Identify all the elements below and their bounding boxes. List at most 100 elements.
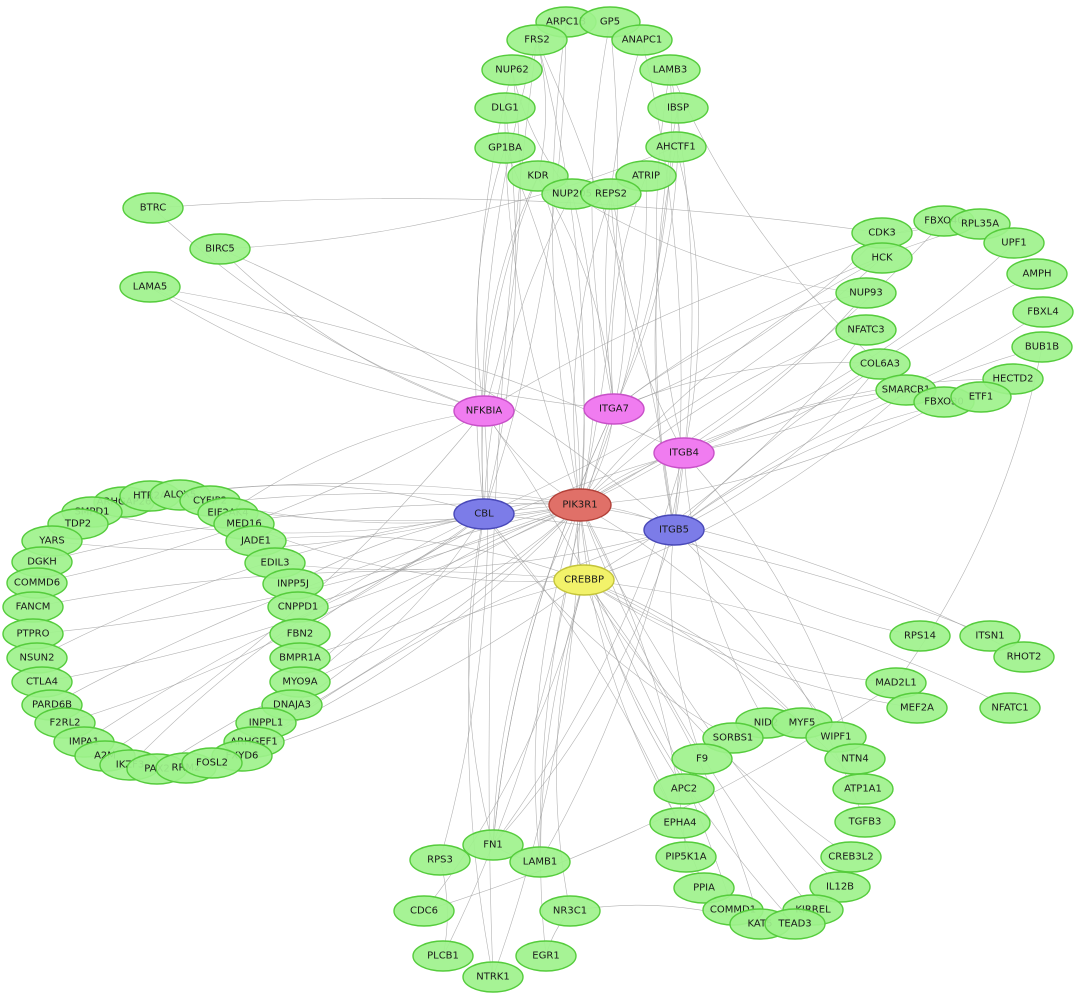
node-shape[interactable] [649,807,711,839]
node-gp1ba[interactable]: GP1BA [474,132,536,164]
node-shape[interactable] [993,641,1055,673]
node-shape[interactable] [983,227,1045,259]
node-bub1b[interactable]: BUB1B [1011,331,1073,363]
node-rps3[interactable]: RPS3 [409,844,471,876]
node-fancm[interactable]: FANCM [2,591,64,623]
node-crebbp[interactable]: CREBBP [553,564,615,596]
node-creb3l2[interactable]: CREB3L2 [820,841,882,873]
node-shape[interactable] [474,132,536,164]
node-ntrk1[interactable]: NTRK1 [462,961,524,993]
node-anapc1[interactable]: ANAPC1 [611,24,673,56]
node-shape[interactable] [764,908,826,940]
node-shape[interactable] [835,277,897,309]
node-tgfb3[interactable]: TGFB3 [834,806,896,838]
node-frs2[interactable]: FRS2 [506,24,568,56]
node-btrc[interactable]: BTRC [122,192,184,224]
node-shape[interactable] [481,54,543,86]
node-ntn4[interactable]: NTN4 [824,743,886,775]
node-shape[interactable] [647,92,709,124]
node-ibsp[interactable]: IBSP [647,92,709,124]
node-shape[interactable] [2,591,64,623]
node-shape[interactable] [639,54,701,86]
node-birc5[interactable]: BIRC5 [189,233,251,265]
node-shape[interactable] [181,747,243,779]
node-shape[interactable] [820,841,882,873]
node-itgb5[interactable]: ITGB5 [643,514,705,546]
node-shape[interactable] [702,722,764,754]
node-nup93[interactable]: NUP93 [835,277,897,309]
node-lamb3[interactable]: LAMB3 [639,54,701,86]
node-shape[interactable] [580,178,642,210]
node-shape[interactable] [462,961,524,993]
node-rhot2[interactable]: RHOT2 [993,641,1055,673]
node-tead3[interactable]: TEAD3 [764,908,826,940]
node-fosl2[interactable]: FOSL2 [181,747,243,779]
node-pip5k1a[interactable]: PIP5K1A [655,841,717,873]
node-epha4[interactable]: EPHA4 [649,807,711,839]
node-shape[interactable] [453,498,515,530]
node-shape[interactable] [979,692,1041,724]
node-nfatc3[interactable]: NFATC3 [835,314,897,346]
node-shape[interactable] [653,773,715,805]
node-etf1[interactable]: ETF1 [950,381,1012,413]
node-atp1a1[interactable]: ATP1A1 [832,773,894,805]
node-mef2a[interactable]: MEF2A [886,692,948,724]
node-shape[interactable] [506,24,568,56]
node-fbxl4[interactable]: FBXL4 [1012,296,1074,328]
node-shape[interactable] [809,871,871,903]
node-lama5[interactable]: LAMA5 [119,271,181,303]
node-dlg1[interactable]: DLG1 [474,92,536,124]
node-shape[interactable] [453,395,515,427]
node-shape[interactable] [835,314,897,346]
node-shape[interactable] [655,841,717,873]
node-shape[interactable] [1011,331,1073,363]
node-plcb1[interactable]: PLCB1 [412,940,474,972]
node-itgb4[interactable]: ITGB4 [653,437,715,469]
node-shape[interactable] [462,829,524,861]
node-cbl[interactable]: CBL [453,498,515,530]
node-itga7[interactable]: ITGA7 [583,393,645,425]
node-shape[interactable] [509,846,571,878]
node-ahctf1[interactable]: AHCTF1 [645,131,707,163]
node-shape[interactable] [393,895,455,927]
node-shape[interactable] [673,872,735,904]
node-shape[interactable] [548,488,612,522]
node-cnppd1[interactable]: CNPPD1 [267,591,329,623]
node-amph[interactable]: AMPH [1006,258,1068,290]
node-lamb1[interactable]: LAMB1 [509,846,571,878]
node-reps2[interactable]: REPS2 [580,178,642,210]
node-shape[interactable] [122,192,184,224]
node-apc2[interactable]: APC2 [653,773,715,805]
node-shape[interactable] [553,564,615,596]
node-rps14[interactable]: RPS14 [889,620,951,652]
node-shape[interactable] [824,743,886,775]
node-shape[interactable] [851,242,913,274]
node-shape[interactable] [849,348,911,380]
node-hck[interactable]: HCK [851,242,913,274]
node-upf1[interactable]: UPF1 [983,227,1045,259]
node-f9[interactable]: F9 [671,743,733,775]
node-nr3c1[interactable]: NR3C1 [539,895,601,927]
node-shape[interactable] [886,692,948,724]
node-shape[interactable] [515,940,577,972]
node-shape[interactable] [539,895,601,927]
node-nfatc1[interactable]: NFATC1 [979,692,1041,724]
node-shape[interactable] [474,92,536,124]
node-shape[interactable] [409,844,471,876]
node-shape[interactable] [119,271,181,303]
node-shape[interactable] [267,591,329,623]
node-pik3r1[interactable]: PIK3R1 [548,488,612,522]
node-shape[interactable] [1006,258,1068,290]
node-shape[interactable] [889,620,951,652]
node-shape[interactable] [653,437,715,469]
node-nup62[interactable]: NUP62 [481,54,543,86]
node-shape[interactable] [950,381,1012,413]
node-shape[interactable] [834,806,896,838]
node-nfkbia[interactable]: NFKBIA [453,395,515,427]
node-shape[interactable] [832,773,894,805]
node-shape[interactable] [583,393,645,425]
node-shape[interactable] [645,131,707,163]
node-shape[interactable] [412,940,474,972]
node-shape[interactable] [611,24,673,56]
node-shape[interactable] [959,620,1021,652]
